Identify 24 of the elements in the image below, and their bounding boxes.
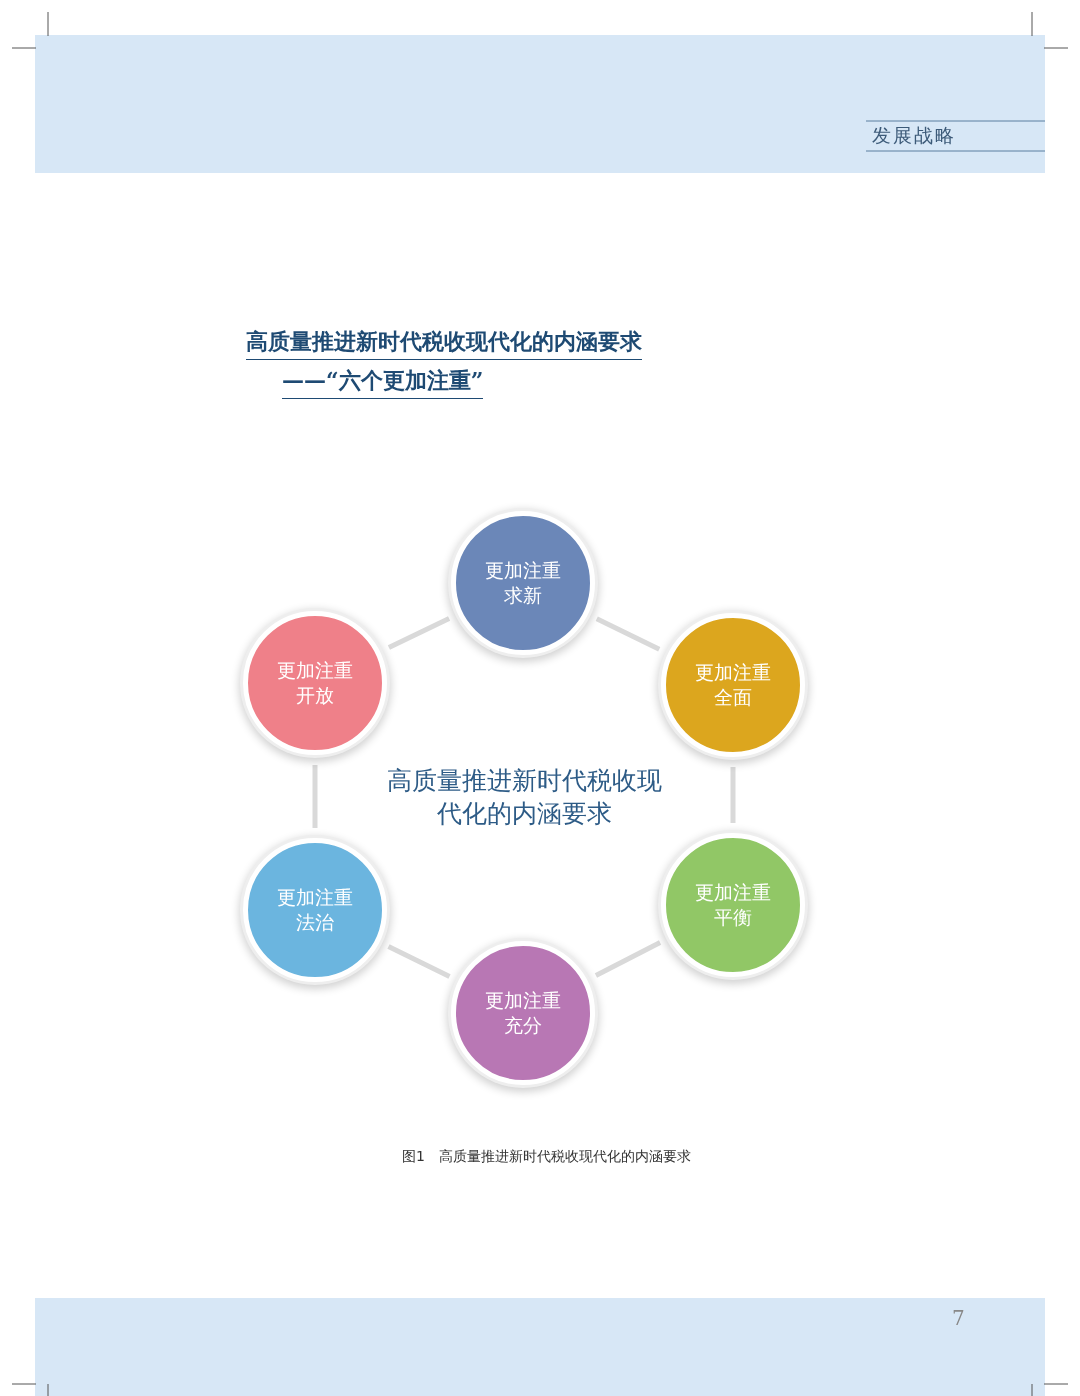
circle-node — [661, 613, 805, 757]
subtitle: ——“六个更加注重” — [282, 366, 484, 399]
node-label: 更加注重求新 — [484, 558, 562, 608]
circle-node — [451, 511, 595, 655]
section-heading: 发展战略 — [872, 123, 956, 148]
node-label: 更加注重平衡 — [694, 880, 772, 930]
connector-line — [594, 940, 662, 978]
circle-node — [661, 833, 805, 977]
connector-line — [387, 616, 451, 650]
circle-node — [243, 611, 387, 755]
page-number: 7 — [952, 1306, 965, 1330]
node-label: 更加注重开放 — [276, 658, 354, 708]
circle-node — [243, 838, 387, 982]
node-label: 更加注重法治 — [276, 885, 354, 935]
circle-node — [451, 941, 595, 1085]
center-text: 高质量推进新时代税收现代化的内涵要求 — [385, 765, 663, 830]
node-label: 更加注重全面 — [694, 660, 772, 710]
connector-line — [595, 616, 661, 652]
node-label: 更加注重充分 — [484, 988, 562, 1038]
title: 高质量推进新时代税收现代化的内涵要求 — [246, 327, 642, 360]
connector-line — [387, 944, 451, 979]
caption: 图1 高质量推进新时代税收现代化的内涵要求 — [402, 1148, 691, 1166]
connector-line — [730, 767, 736, 823]
connector-line — [312, 765, 318, 828]
